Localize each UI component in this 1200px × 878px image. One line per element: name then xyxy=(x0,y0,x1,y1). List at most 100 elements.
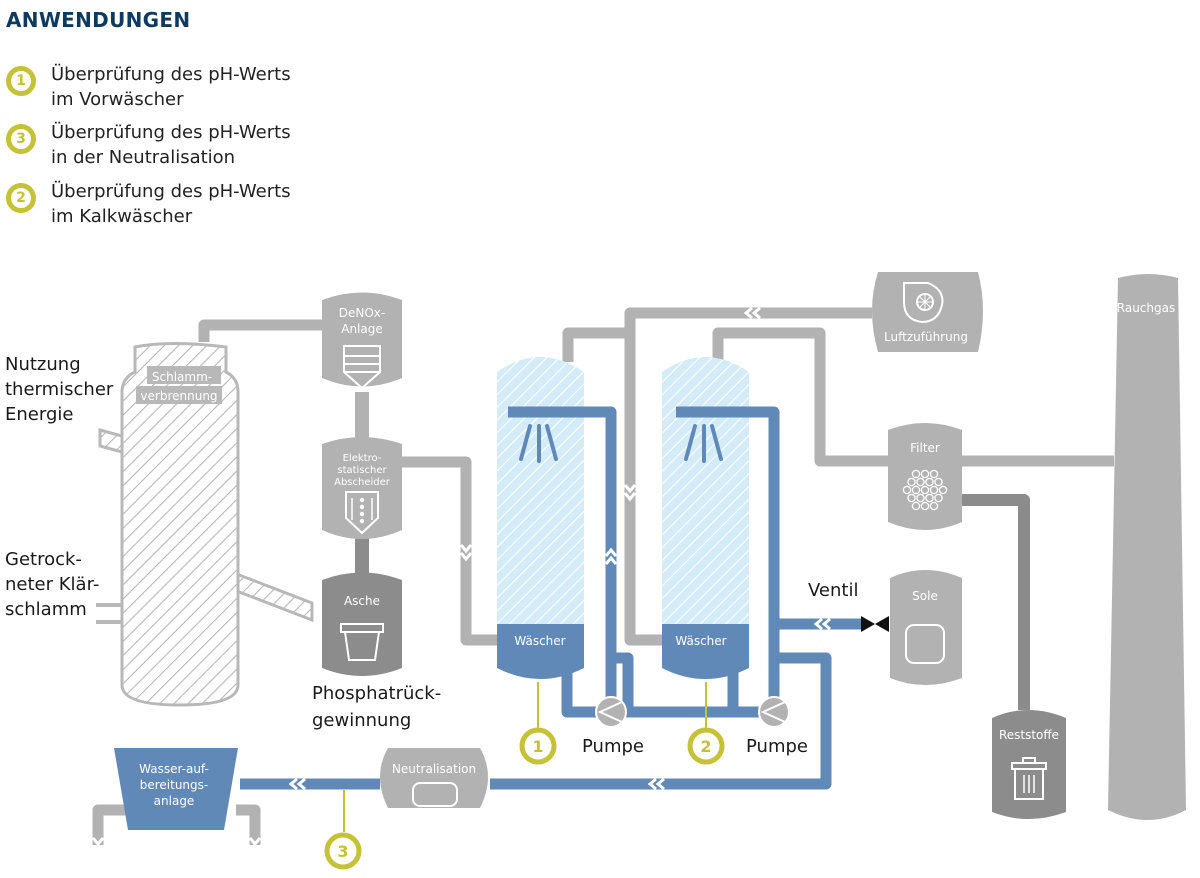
chevron-left-icon xyxy=(647,777,665,791)
schlammverbrennung-unit: Schlamm- verbrennung xyxy=(96,342,314,707)
legend-item-2-line2: im Kalkwäscher xyxy=(51,206,193,227)
schlammverbrennung-label-2: verbrennung xyxy=(140,389,217,403)
pumpe1-label: Pumpe xyxy=(582,736,644,757)
abscheider-label-2: statischer xyxy=(337,465,387,476)
filter-label: Filter xyxy=(910,441,940,455)
fan-icon xyxy=(903,282,944,324)
pipe-outlet-left xyxy=(92,804,130,845)
sole-unit: Sole xyxy=(890,570,962,685)
pumpe2-label: Pumpe xyxy=(746,736,808,757)
spray-nozzle-icon xyxy=(519,424,558,463)
energy-outlet xyxy=(98,428,124,454)
legend-title: ANWENDUNGEN xyxy=(6,8,191,32)
denox-label-2: Anlage xyxy=(341,322,383,336)
chevron-left-icon xyxy=(288,777,306,791)
filter-bag xyxy=(907,493,916,503)
wasseraufbereitung-label-3: anlage xyxy=(154,794,195,808)
filter-bag xyxy=(911,469,921,479)
measurement-point-1[interactable]: 1 xyxy=(519,682,557,765)
luftzufuehrung-label: Luftzuführung xyxy=(884,330,968,344)
waescher1-unit: Wäscher xyxy=(497,357,584,679)
pipe-waescher2-filter xyxy=(712,327,888,467)
tank-icon xyxy=(905,624,945,664)
filter-bag xyxy=(916,477,925,487)
filter-unit: Filter xyxy=(888,423,962,530)
chevron-left-icon xyxy=(743,306,761,320)
abscheider-label-1: Elektro- xyxy=(343,453,382,464)
wasseraufbereitung-unit: Wasser-auf- bereitungs- anlage xyxy=(114,748,238,830)
legend-item-1-line1: Überprüfung des pH-Werts xyxy=(51,64,291,85)
sole-label: Sole xyxy=(912,589,938,603)
abscheider-label-3: Abscheider xyxy=(334,477,391,488)
rauchgas-label: Rauchgas xyxy=(1117,301,1175,315)
klaerschlamm-label-1: Getrock- xyxy=(5,549,82,570)
badge-2-icon: 2 xyxy=(6,183,36,213)
badge-2-label: 2 xyxy=(700,737,711,756)
reststoffe-unit: Reststoffe xyxy=(992,710,1066,819)
waescher2-label: Wäscher xyxy=(675,634,726,648)
spray-nozzle-icon xyxy=(684,424,723,463)
pump2-icon[interactable] xyxy=(758,696,790,728)
legend-item-3: 3 Überprüfung des pH-Werts in der Neutra… xyxy=(6,120,291,170)
flue-gas-pipes xyxy=(92,307,1114,845)
catalyst-icon xyxy=(343,345,381,390)
abscheider-unit: Elektro- statischer Abscheider xyxy=(322,437,402,539)
filter-bag xyxy=(929,485,939,495)
measurement-point-3[interactable]: 3 xyxy=(324,790,362,870)
denox-unit: DeNOx- Anlage xyxy=(322,292,402,390)
filter-bag xyxy=(920,501,930,511)
chevron-down-icon xyxy=(459,544,473,562)
neutralisation-label: Neutralisation xyxy=(392,762,476,776)
phosphat-label-2: gewinnung xyxy=(312,710,411,731)
pipe-luftzufuehrung xyxy=(624,307,872,333)
chevron-down-icon xyxy=(91,837,105,863)
badge-1-label: 1 xyxy=(532,737,543,756)
neutralisation-unit: Neutralisation xyxy=(380,748,488,808)
filter-bag xyxy=(920,485,930,495)
trash-icon xyxy=(1011,757,1047,800)
tank-icon xyxy=(412,782,458,807)
asche-label: Asche xyxy=(344,594,380,608)
klaerschlamm-label-2: neter Klär- xyxy=(5,574,99,595)
pipe-waescher2-pump2 xyxy=(611,652,760,718)
chevron-down-icon xyxy=(248,837,262,863)
filter-bag xyxy=(916,493,925,503)
bucket-icon xyxy=(340,623,384,661)
filter-bag xyxy=(911,485,921,495)
pipe-outlet-right xyxy=(236,804,261,845)
filter-bags-icon xyxy=(902,469,948,511)
filter-bag xyxy=(925,477,934,487)
nutzung-label-1: Nutzung xyxy=(5,354,81,375)
filter-bag xyxy=(902,485,912,495)
chevron-up-icon xyxy=(604,547,618,565)
filter-bag xyxy=(907,477,916,487)
filter-bag xyxy=(938,485,948,495)
valve-icon[interactable] xyxy=(861,616,889,632)
ventil-label: Ventil xyxy=(808,580,858,601)
electrostatic-icon xyxy=(345,491,379,535)
badge-1-icon: 1 xyxy=(6,66,36,96)
pipe-incinerator-denox xyxy=(198,319,330,342)
chevron-down-icon xyxy=(623,484,637,502)
filter-bag xyxy=(934,477,943,487)
filter-bag xyxy=(920,469,930,479)
pump1-icon[interactable] xyxy=(595,696,627,728)
filter-bag xyxy=(929,501,939,511)
incinerator-vessel xyxy=(120,342,240,707)
filter-bag xyxy=(911,501,921,511)
legend-item-3-line1: Überprüfung des pH-Werts xyxy=(51,122,291,143)
wasseraufbereitung-label-1: Wasser-auf- xyxy=(139,762,209,776)
measurement-point-2[interactable]: 2 xyxy=(687,682,725,765)
filter-bag xyxy=(929,469,939,479)
reststoffe-label: Reststoffe xyxy=(999,728,1059,742)
ash-outlet xyxy=(232,570,314,623)
waescher2-unit: Wäscher xyxy=(662,357,749,679)
legend-item-2-line1: Überprüfung des pH-Werts xyxy=(51,181,291,202)
legend-item-1: 1 Überprüfung des pH-Werts im Vorwäscher xyxy=(6,62,291,112)
wasseraufbereitung-label-2: bereitungs- xyxy=(140,778,209,792)
legend-item-2: 2 Überprüfung des pH-Werts im Kalkwäsche… xyxy=(6,179,291,229)
filter-bag xyxy=(934,493,943,503)
luftzufuehrung-unit: Luftzuführung xyxy=(872,272,983,352)
waescher1-label: Wäscher xyxy=(514,634,565,648)
